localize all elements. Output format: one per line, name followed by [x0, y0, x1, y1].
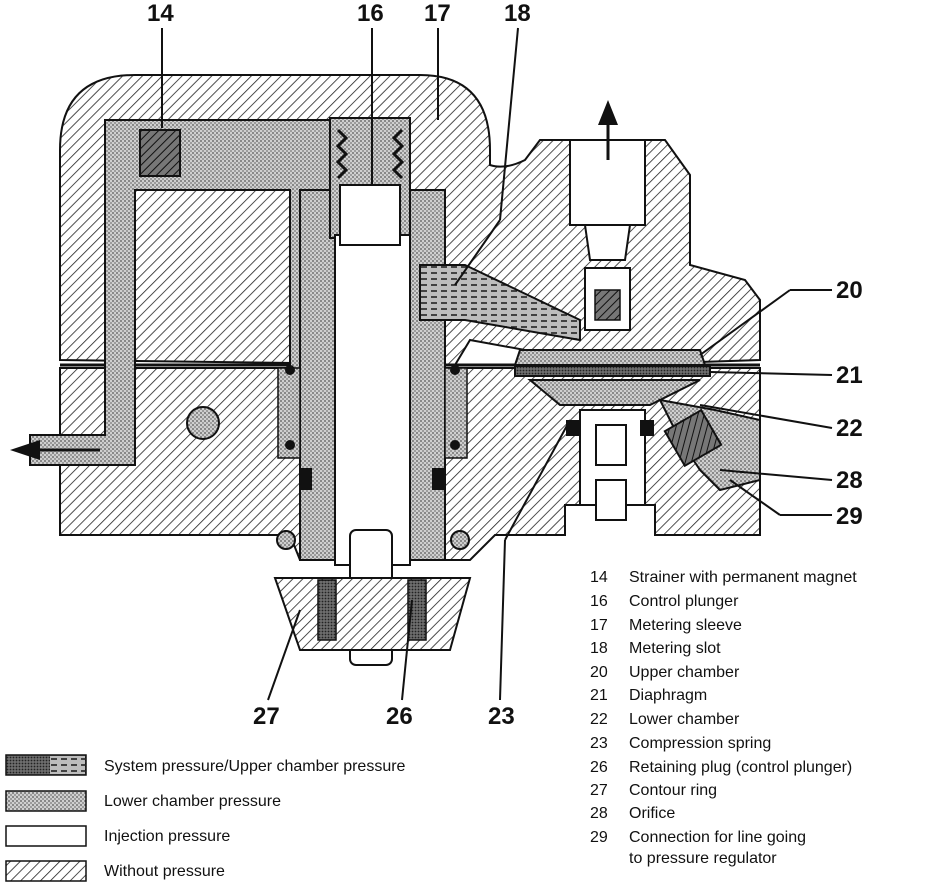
callout-28: 28 — [836, 467, 863, 494]
callout-22: 22 — [836, 415, 863, 442]
callout-21: 21 — [836, 362, 863, 389]
legend-label-system: System pressure/Upper chamber pressure — [104, 758, 406, 775]
legend-label-lower: Lower chamber pressure — [104, 793, 281, 810]
callout-27: 27 — [253, 703, 280, 730]
callout-23: 23 — [488, 703, 515, 730]
legend-swatch-lower — [5, 790, 87, 812]
metering-slot-channel — [419, 264, 581, 342]
callout-26: 26 — [386, 703, 413, 730]
strainer — [139, 129, 181, 177]
callout-16: 16 — [357, 0, 384, 27]
control-plunger — [334, 234, 411, 566]
diaphragm — [514, 365, 711, 377]
legend-swatch-injection — [5, 825, 87, 847]
lower-chamber — [527, 379, 701, 406]
callout-18: 18 — [504, 0, 531, 27]
leader-lines — [161, 27, 833, 701]
callout-17: 17 — [424, 0, 451, 27]
legend-swatch-without — [5, 860, 87, 882]
legend-label-without: Without pressure — [104, 863, 225, 880]
callout-29: 29 — [836, 503, 863, 530]
plunger-spring — [335, 128, 405, 180]
callout-14: 14 — [147, 0, 174, 27]
contour-ring — [273, 577, 472, 651]
callout-20: 20 — [836, 277, 863, 304]
legend-label-injection: Injection pressure — [104, 828, 231, 845]
upper-chamber — [513, 349, 707, 366]
